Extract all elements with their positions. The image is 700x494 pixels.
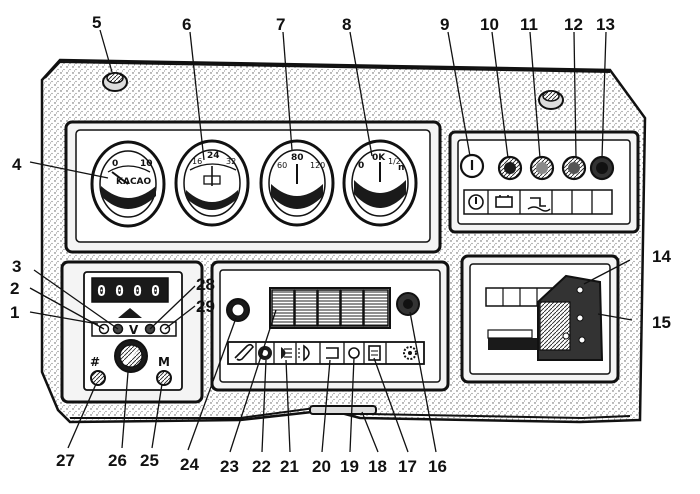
gauge-cluster-housing (64, 120, 442, 254)
callout-20: 20 (312, 457, 331, 476)
warning-lamp-11 (529, 155, 555, 181)
top-knob-left (102, 72, 128, 92)
callout-23: 23 (220, 457, 239, 476)
push-button-left (226, 298, 250, 322)
callout-11: 11 (520, 15, 538, 34)
fuel-gauge: 0 0K 1/2 n (342, 139, 418, 227)
key-right-label: M (158, 355, 170, 369)
callout-14: 14 (652, 247, 671, 266)
callout-16: 16 (428, 457, 447, 476)
seat-belt-indicator (118, 308, 142, 318)
headlight-icon (281, 347, 292, 359)
callout-25: 25 (140, 451, 159, 470)
leader-lines (29, 29, 633, 453)
ignition-switch (114, 339, 148, 373)
key-button-left: # (90, 355, 106, 386)
rocker-switch-4 (340, 289, 364, 327)
fuel-scale-0k: 0K (372, 153, 386, 163)
rocker-switch-row (269, 287, 391, 329)
gear-icon (403, 346, 417, 360)
fuel-scale-full: n (398, 163, 404, 173)
fuel-scale-0: 0 (358, 161, 364, 171)
callout-8: 8 (342, 15, 351, 34)
fuel-scale-half: 1/2 (388, 157, 401, 166)
coolant-temp-gauge: 60 80 120 (259, 139, 335, 227)
warning-lamp-13 (589, 155, 615, 181)
callout-21: 21 (280, 457, 299, 476)
temp-scale-60: 60 (277, 161, 287, 170)
rocker-switch-5 (363, 289, 389, 327)
oil-pressure-gauge: 0 10 KACAO (90, 140, 166, 228)
callout-24: 24 (180, 455, 199, 474)
push-button-right (396, 292, 420, 316)
oil-scale-10: 10 (140, 159, 153, 169)
callout-19: 19 (340, 457, 359, 476)
callout-5: 5 (92, 13, 101, 32)
callout-22: 22 (252, 457, 271, 476)
heater-lever (537, 274, 604, 361)
mode-letter: V (129, 323, 139, 337)
coolant-icon (527, 197, 551, 212)
callout-3: 3 (12, 257, 21, 276)
paperclip-icon (234, 343, 254, 361)
callout-28: 28 (196, 275, 215, 294)
battery-icon (495, 195, 513, 208)
indicator-lamp-29 (159, 323, 171, 335)
voltmeter-gauge: 16 24 32 (174, 139, 250, 227)
temp-scale-120: 120 (310, 161, 325, 170)
bottom-latch (309, 405, 377, 415)
rocker-switch-3 (317, 289, 341, 327)
temp-scale-80: 80 (291, 153, 304, 163)
odometer-display: 0 0 0 0 (91, 277, 169, 303)
odometer-digit-3: 0 (133, 282, 142, 300)
warning-lamp-12 (561, 155, 587, 181)
oil-caption: KACAO (116, 177, 152, 187)
callout-12: 12 (564, 15, 583, 34)
odometer-digit-2: 0 (115, 282, 124, 300)
warning-lamp-10 (497, 155, 523, 181)
rocker-switch-1 (271, 289, 295, 327)
key-button-right: M (156, 355, 172, 386)
callout-13: 13 (596, 15, 615, 34)
callout-9: 9 (440, 15, 449, 34)
callout-1: 1 (10, 303, 19, 322)
callout-27: 27 (56, 451, 75, 470)
switch-symbol-strip (227, 341, 425, 365)
callout-6: 6 (182, 15, 191, 34)
key-left-label: # (90, 355, 100, 369)
volt-scale-24: 24 (207, 151, 220, 161)
fog-lamp-icon (298, 344, 310, 362)
callout-4: 4 (12, 155, 22, 174)
odometer-digit-4: 0 (151, 282, 160, 300)
indicator-strip: V (91, 321, 177, 337)
callout-labels: 1 2 3 4 5 6 7 8 9 10 11 12 13 14 15 16 1… (10, 13, 671, 476)
callout-15: 15 (652, 313, 671, 332)
volt-scale-32: 32 (226, 157, 236, 166)
indicator-lamp-1 (98, 323, 110, 335)
callout-18: 18 (368, 457, 387, 476)
callout-17: 17 (398, 457, 417, 476)
callout-26: 26 (108, 451, 127, 470)
callout-10: 10 (480, 15, 499, 34)
warning-lamp-housing (448, 130, 640, 234)
odometer-digit-1: 0 (97, 282, 106, 300)
oil-can-icon (468, 194, 484, 210)
rocker-switch-2 (294, 289, 318, 327)
volt-scale-16: 16 (192, 157, 202, 166)
callout-29: 29 (196, 297, 215, 316)
oil-scale-0: 0 (112, 159, 118, 169)
callout-7: 7 (276, 15, 285, 34)
warning-lamp-9 (459, 153, 485, 179)
top-knob-right (538, 90, 564, 110)
callout-2: 2 (10, 279, 19, 298)
edge-lamp-icon (326, 347, 339, 359)
